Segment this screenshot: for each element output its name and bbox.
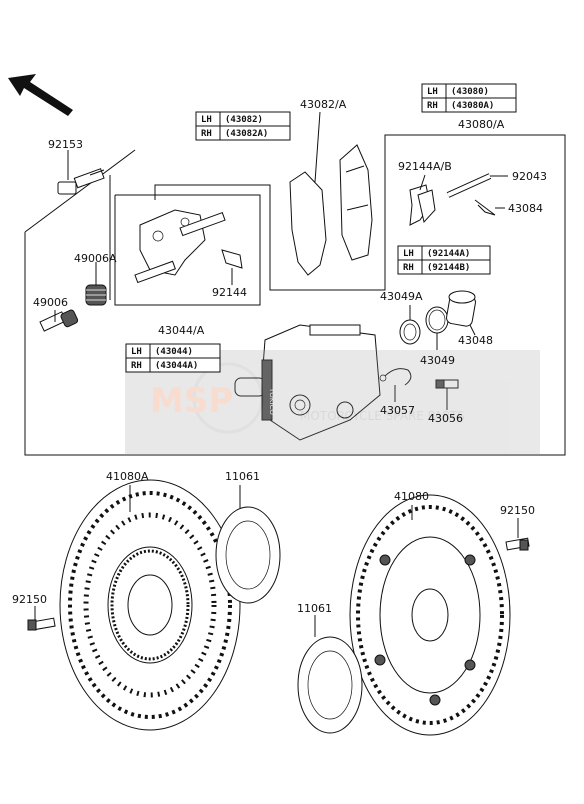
label-43080A: 43080/A	[458, 118, 505, 131]
leader-line	[469, 324, 476, 336]
pin-49006	[39, 309, 79, 332]
label-11061-top: 11061	[225, 470, 260, 483]
bolt-92150-right	[505, 537, 530, 551]
label-92150-left: 92150	[12, 593, 47, 606]
disc-41080	[349, 494, 511, 736]
table-holder-rh-label: RH	[131, 361, 142, 371]
table-clip: LH (92144A) RH (92144B)	[397, 245, 491, 275]
gasket-11061-top	[215, 506, 281, 604]
label-92153: 92153	[48, 138, 83, 151]
table-pads-rh-label: RH	[201, 129, 212, 139]
label-41080: 41080	[394, 490, 429, 503]
leader-line	[314, 111, 321, 183]
table-caliper-rh-value: (43080A)	[451, 101, 494, 111]
clip-92144	[221, 249, 243, 269]
front-direction-arrow-icon	[8, 74, 73, 116]
table-caliper-rh-label: RH	[427, 101, 438, 111]
gasket-11061-bottom	[297, 636, 363, 734]
brake-pads-43082	[289, 144, 373, 276]
clip-43084	[474, 199, 496, 216]
label-43056: 43056	[428, 412, 463, 425]
table-pads-rh-value: (43082A)	[225, 129, 268, 139]
label-43049A: 43049A	[380, 290, 423, 303]
label-11061-bottom: 11061	[297, 602, 332, 615]
watermark-text: MSP	[150, 381, 233, 421]
label-43082A: 43082/A	[300, 98, 347, 111]
label-43044A: 43044/A	[158, 324, 205, 337]
label-43057: 43057	[380, 404, 415, 417]
bolt-92150-left	[27, 617, 56, 631]
label-92144: 92144	[212, 286, 247, 299]
table-holder-lh-label: LH	[131, 347, 142, 357]
table-caliper-lh-value: (43080)	[451, 87, 489, 97]
table-pads-lh-value: (43082)	[225, 115, 263, 125]
label-92144AB: 92144A/B	[398, 160, 452, 173]
caliper-holder-43044	[134, 209, 226, 284]
assembly-frame-line	[24, 134, 566, 456]
caliper-body-43080: TOKICO	[234, 324, 381, 441]
pin-92043	[446, 173, 492, 198]
watermark-subtext: MOTORCYCLE SPARE PARTS	[300, 409, 465, 423]
table-caliper: LH (43080) RH (43080A)	[421, 83, 517, 113]
label-41080A: 41080A	[106, 470, 149, 483]
bleeder-hose-43057	[379, 368, 412, 386]
pad-spring-92144AB	[409, 184, 436, 226]
label-49006: 49006	[33, 296, 68, 309]
table-clip-rh-label: RH	[403, 263, 414, 273]
leader-line	[24, 149, 136, 233]
table-pads: LH (43082) RH (43082A)	[195, 111, 291, 141]
label-43084: 43084	[508, 202, 543, 215]
bolt-92153	[57, 168, 105, 195]
caliper-brand-label: TOKICO	[268, 387, 276, 415]
table-clip-lh-value: (92144A)	[427, 249, 470, 259]
label-92043: 92043	[512, 170, 547, 183]
table-caliper-lh-label: LH	[427, 87, 438, 97]
table-pads-lh-label: LH	[201, 115, 212, 125]
seal-43049	[425, 306, 449, 334]
boot-49006A	[85, 284, 107, 306]
table-holder-rh-value: (43044A)	[155, 361, 198, 371]
table-holder: LH (43044) RH (43044A)	[125, 343, 221, 373]
disc-41080A	[59, 479, 241, 731]
label-43049: 43049	[420, 354, 455, 367]
seal-43049A	[399, 319, 421, 345]
table-clip-lh-label: LH	[403, 249, 414, 259]
leader-line	[419, 174, 426, 191]
label-49006A: 49006A	[74, 252, 117, 265]
holder-frame	[114, 194, 261, 306]
label-43048: 43048	[458, 334, 493, 347]
piston-43048	[446, 290, 476, 327]
table-clip-rh-value: (92144B)	[427, 263, 470, 273]
label-92150-right: 92150	[500, 504, 535, 517]
table-holder-lh-value: (43044)	[155, 347, 193, 357]
